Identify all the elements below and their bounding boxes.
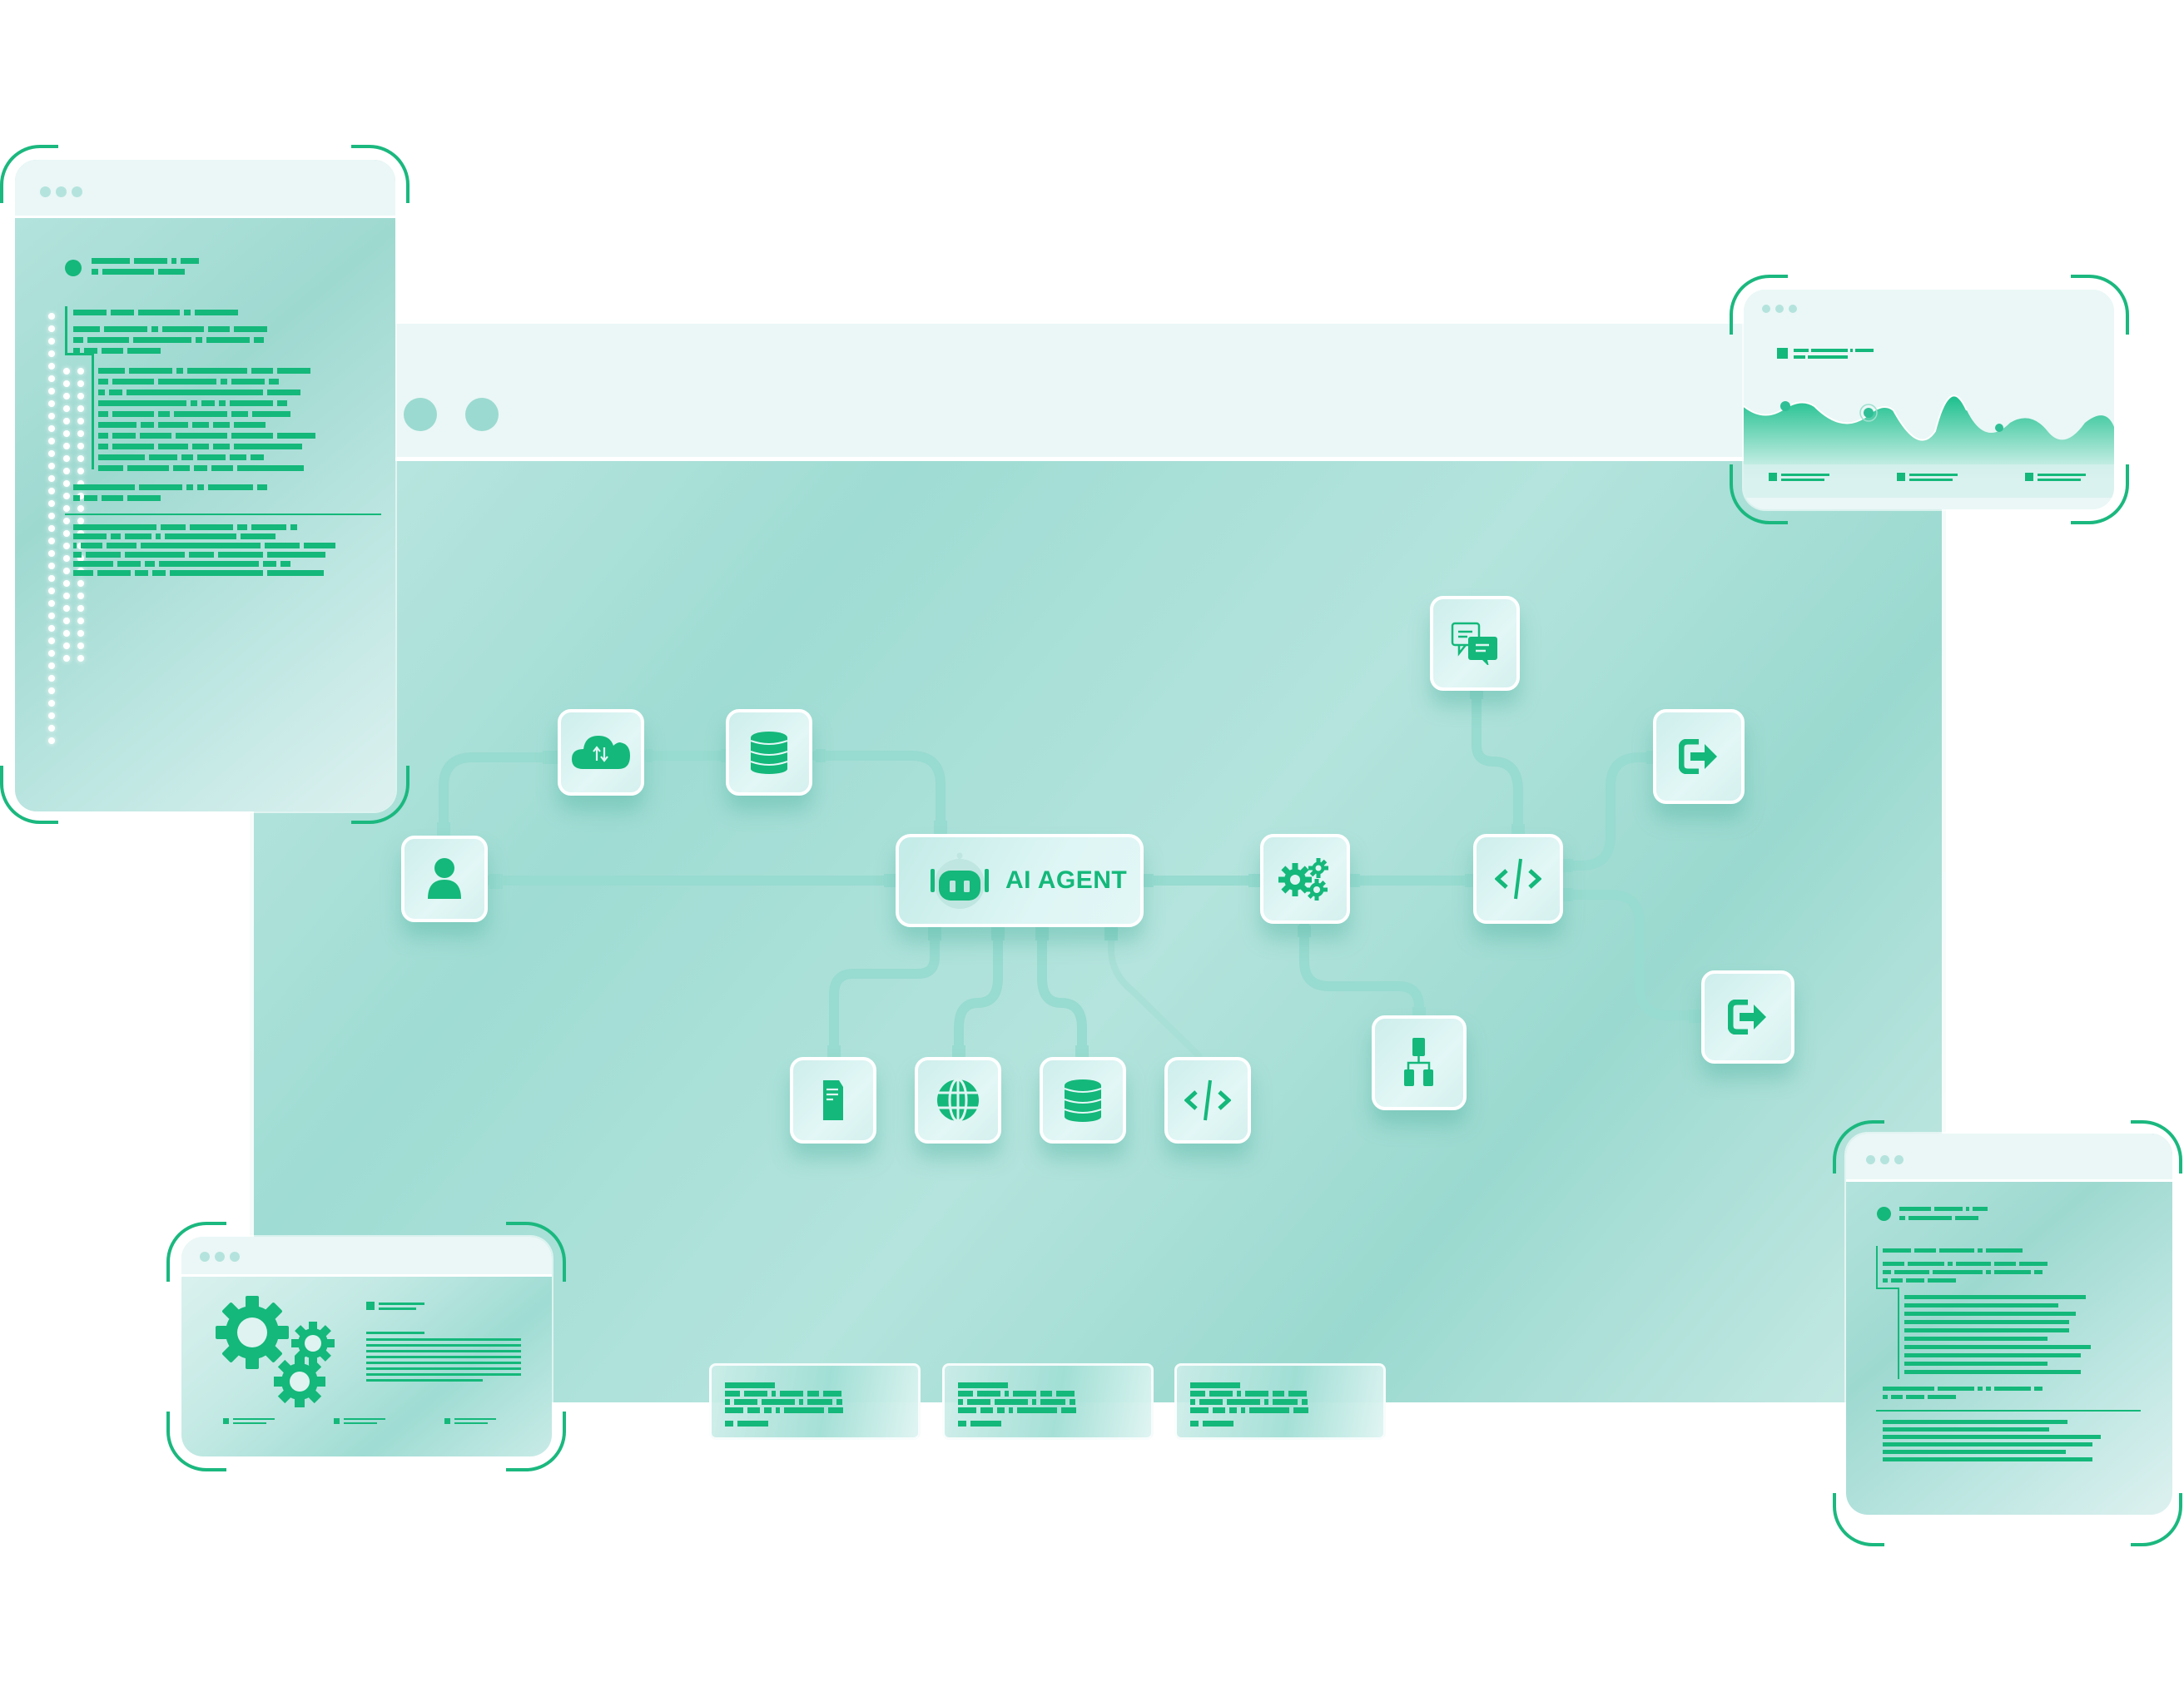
node-cloud-sync[interactable] xyxy=(558,709,644,796)
window-dot-2[interactable] xyxy=(404,398,437,431)
node-output-1[interactable] xyxy=(1653,709,1745,804)
bracket-bottom-right xyxy=(351,766,410,824)
user-icon xyxy=(428,858,461,899)
node-output-2[interactable] xyxy=(1701,970,1794,1064)
node-web[interactable] xyxy=(915,1057,1001,1144)
code-icon xyxy=(1495,858,1541,900)
bracket-top-left xyxy=(1730,275,1788,335)
bracket-top-left xyxy=(1833,1120,1884,1174)
code-icon xyxy=(1184,1079,1231,1121)
ai-agent-node[interactable]: AI AGENT xyxy=(896,834,1144,927)
node-settings[interactable] xyxy=(1260,834,1350,924)
bracket-bottom-left xyxy=(1730,464,1788,524)
database-icon xyxy=(1064,1079,1102,1122)
database-icon xyxy=(750,732,788,774)
panel-titlebar xyxy=(1744,290,2114,330)
document-icon xyxy=(823,1080,843,1120)
node-code-router[interactable] xyxy=(1473,834,1563,924)
robot-icon xyxy=(931,852,989,909)
legend-swatch-2 xyxy=(1897,473,1905,481)
chat-bubbles-icon xyxy=(1451,622,1497,665)
white-dot-column xyxy=(48,313,55,744)
cloud-upload-download-icon xyxy=(572,736,630,769)
node-document[interactable] xyxy=(790,1057,876,1144)
bracket-top-right xyxy=(2071,275,2129,335)
node-database-bottom[interactable] xyxy=(1040,1057,1126,1144)
hierarchy-icon xyxy=(1404,1038,1433,1086)
node-hierarchy[interactable] xyxy=(1372,1015,1467,1110)
summary-card-2[interactable] xyxy=(942,1363,1154,1440)
gears-icon xyxy=(1278,858,1328,901)
node-user[interactable] xyxy=(401,836,488,922)
area-chart xyxy=(1744,394,2114,481)
bracket-bottom-left xyxy=(1833,1493,1884,1546)
node-code-tool[interactable] xyxy=(1164,1057,1251,1144)
document-avatar-dot xyxy=(65,260,82,276)
node-database-top[interactable] xyxy=(726,709,812,796)
main-window-titlebar xyxy=(250,320,1946,461)
bracket-top-left xyxy=(166,1222,226,1282)
bracket-bottom-right xyxy=(506,1412,566,1471)
bracket-bottom-right xyxy=(2071,464,2129,524)
chart-title-swatch xyxy=(1777,348,1788,359)
panel-titlebar xyxy=(181,1237,552,1277)
bracket-bottom-right xyxy=(2131,1493,2182,1546)
bracket-top-right xyxy=(351,145,410,203)
node-chat[interactable] xyxy=(1430,596,1520,691)
bracket-bottom-left xyxy=(0,766,58,824)
bracket-top-right xyxy=(2131,1120,2182,1174)
summary-card-3[interactable] xyxy=(1174,1363,1386,1440)
ai-agent-label: AI AGENT xyxy=(1005,866,1128,894)
settings-panel[interactable] xyxy=(181,1237,552,1456)
summary-card-1[interactable] xyxy=(709,1363,921,1440)
legend-swatch-3 xyxy=(2025,473,2033,481)
chart-panel[interactable] xyxy=(1744,290,2114,509)
left-document-panel[interactable] xyxy=(15,160,395,811)
panel-titlebar xyxy=(15,160,395,218)
gears-icon xyxy=(216,1296,335,1407)
right-document-panel[interactable] xyxy=(1846,1134,2172,1515)
exit-arrow-icon xyxy=(1728,1000,1766,1035)
bracket-top-right xyxy=(506,1222,566,1282)
window-dot-3[interactable] xyxy=(465,398,499,431)
exit-arrow-icon xyxy=(1679,739,1717,774)
bracket-top-left xyxy=(0,145,58,203)
globe-icon xyxy=(937,1078,979,1123)
panel-titlebar xyxy=(1846,1134,2172,1182)
bracket-bottom-left xyxy=(166,1412,226,1471)
